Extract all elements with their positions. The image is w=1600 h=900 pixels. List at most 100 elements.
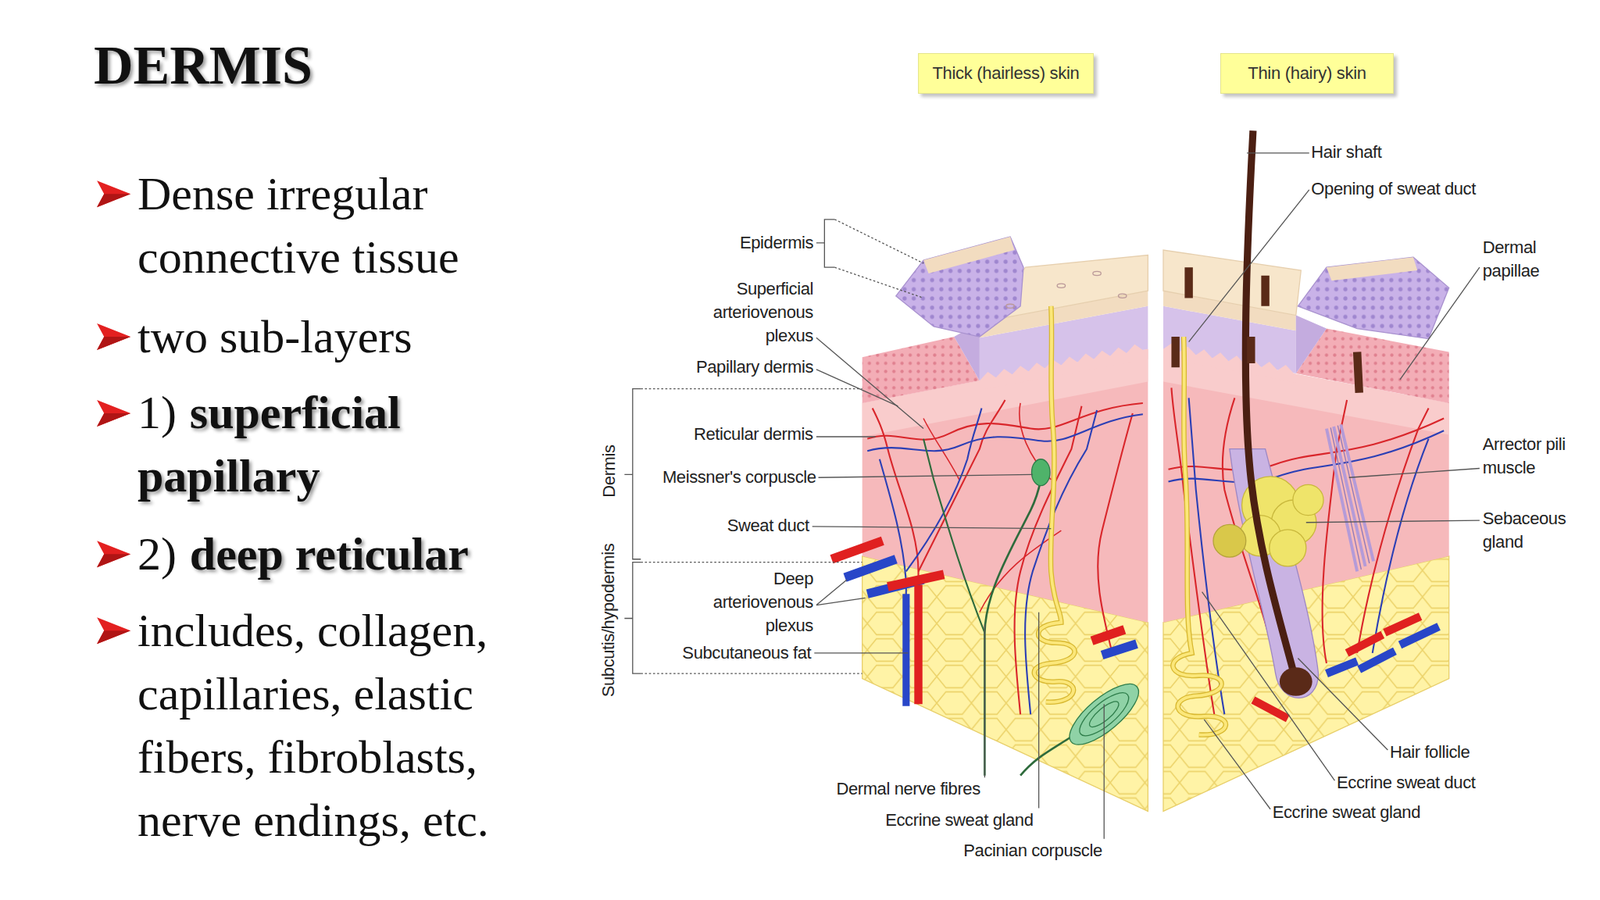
part-label: Arrector pili muscle [1482,432,1585,480]
papillae-ridge [979,344,1149,390]
sweat-duct [1034,306,1075,703]
bullet-text: 2) [137,528,177,580]
bullet-arrows [96,180,131,644]
superficial-plexus [1168,418,1445,471]
leader-line [1038,612,1040,809]
arrector-pili [1330,425,1370,570]
bullet-arrow [96,323,131,350]
bullet-item: 1)superficial papillary [137,381,560,508]
epidermis-side [1296,315,1327,374]
part-label: Deep arteriovenous plexus [688,567,814,638]
part-label: Epidermis [739,231,814,255]
nerve-fibre [984,479,1041,776]
artery [923,403,1061,613]
part-label: Sweat duct [727,514,810,538]
thin-skin-block [1163,250,1450,811]
arrector-pili [1326,424,1374,572]
box-label: Thin (hairy) skin [1247,63,1366,84]
leader-line [1203,719,1271,810]
bracket-guide [834,219,924,299]
slide-title: DERMIS [93,32,313,99]
box-label: Thick (hairless) skin [932,63,1079,84]
bracket-guide [640,389,862,674]
leader-line [816,579,866,606]
sweat-glands [1034,306,1226,736]
bullet-arrow [96,400,131,427]
flap-surface [923,236,1015,274]
deep-plexus-artery [1346,634,1383,654]
flap-surface [1326,257,1418,281]
nerves [923,439,1148,776]
bullet-item: Dense irregular connective tissue [137,162,560,290]
leader-line [816,337,924,429]
leader-lines [624,153,1480,840]
leader-line [816,435,876,437]
leader-line [1189,189,1310,343]
bullet-arrow [96,180,131,208]
hair-unit [1175,130,1374,698]
sweat-pore [1092,271,1101,275]
leader-line [818,474,1033,478]
leader-line [814,652,908,654]
bullet-item: two sub-layers [137,305,560,369]
sweat-pore [1057,283,1065,288]
sebaceous-lobe [1292,484,1324,515]
bullet-text: includes, collagen, capillaries, elastic… [137,604,490,847]
bullet-arrow-shade [96,553,131,568]
part-label: Eccrine sweat gland [1272,800,1421,825]
part-label: Reticular dermis [693,422,814,447]
vein [1372,439,1429,654]
deep-plexus-artery [1384,616,1421,633]
part-label: Eccrine sweat duct [1336,771,1475,795]
superficial-plexus [867,414,1143,451]
sweat-duct [1034,306,1075,703]
artery [1171,387,1215,715]
blood-vessels [1168,387,1445,718]
part-label: Eccrine sweat gland [885,808,1033,833]
bullet-arrow-shade [96,193,131,208]
leader-line [816,369,898,407]
sebaceous-lobe [1213,524,1247,558]
sweat-pore [1006,303,1015,308]
epidermis-bracket [816,219,836,268]
bullet-text: 1) [137,386,177,439]
part-label: Sebaceous gland [1482,507,1585,554]
part-label: Hair follicle [1389,740,1470,765]
sebaceous-lobe [1269,529,1307,567]
leader-line [1297,657,1388,750]
deep-plexus-artery [1253,700,1288,719]
blood-vessels [831,400,1143,715]
leader-line [984,624,986,778]
hair-bulb [1279,667,1313,697]
bullet-item: includes, collagen, capillaries, elastic… [137,599,560,853]
bullet-arrow [96,617,131,644]
leader-line [1400,267,1480,380]
subcutis-bracket [624,562,641,674]
bullet-arrow-shade [96,336,131,350]
vein [1189,397,1225,715]
deep-plexus-vein [902,593,910,707]
bullet-arrow-shade [96,413,131,427]
deep-plexus-vein [1326,660,1358,674]
part-label: Pacinian corpuscle [963,839,1102,863]
part-label: Dermal papillae [1482,235,1585,283]
bullet-arrow-shade [96,630,131,644]
part-label: Papillary dermis [696,355,814,379]
deep-plexus-vein [1102,643,1137,655]
superficial-plexus [1168,430,1445,483]
sweat-pore [1118,293,1127,298]
deep-plexus-artery [914,584,922,704]
vein [906,407,983,572]
bullet-text: two sub-layers [137,310,413,363]
hair-stub [1175,267,1360,393]
bullet-emphasis: deep reticular [189,528,469,580]
caption-box: Thick (hairless) skin [917,53,1094,94]
part-label: Hair shaft [1310,140,1382,165]
part-label: Subcutaneous fat [682,641,811,665]
epidermis-flap [1297,257,1449,339]
bullet-item: 2)deep reticular [137,522,560,586]
thick-skin-block [862,236,1149,811]
nerve-fibre [1020,736,1072,776]
part-label: Superficial arteriovenous plexus [688,277,814,348]
